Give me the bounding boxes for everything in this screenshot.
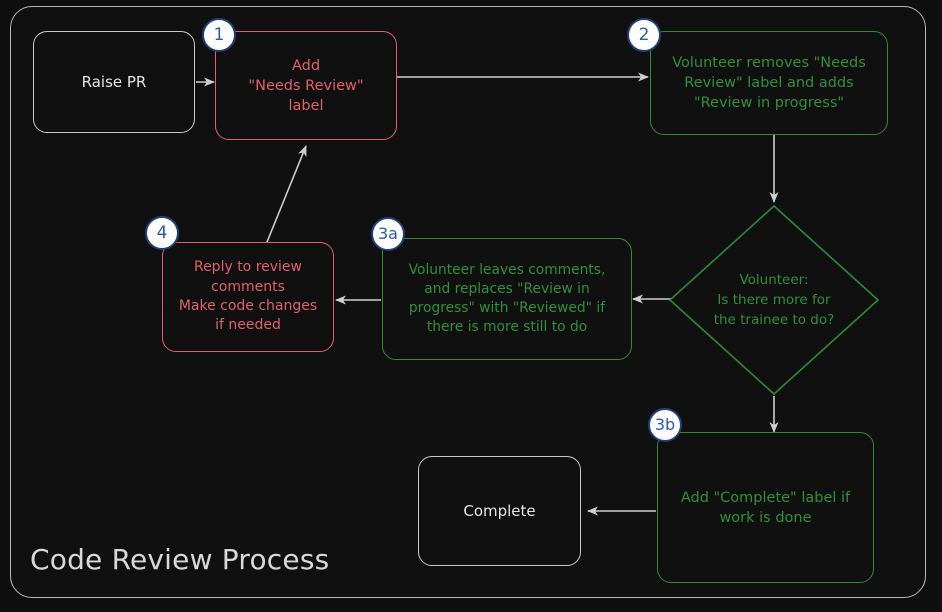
node-complete-label: Complete bbox=[463, 501, 536, 520]
step-badge-3a: 3a bbox=[371, 217, 405, 251]
node-raise-pr[interactable]: Raise PR bbox=[33, 31, 195, 133]
node-raise-pr-label: Raise PR bbox=[81, 72, 147, 91]
node-add-needs-review-label-label: Add "Needs Review" label bbox=[248, 57, 364, 114]
node-add-complete-label[interactable]: Add "Complete" label if work is done bbox=[657, 432, 874, 583]
node-decision-more-work[interactable]: Volunteer: Is there more for the trainee… bbox=[666, 202, 882, 398]
node-volunteer-removes-label[interactable]: Volunteer removes "Needs Review" label a… bbox=[650, 31, 888, 135]
node-volunteer-leaves-comments-label: Volunteer leaves comments, and replaces … bbox=[408, 261, 606, 336]
node-complete[interactable]: Complete bbox=[418, 456, 581, 566]
node-add-needs-review-label[interactable]: Add "Needs Review" label bbox=[215, 31, 397, 140]
node-volunteer-removes-label-label: Volunteer removes "Needs Review" label a… bbox=[672, 55, 866, 111]
step-badge-3b: 3b bbox=[648, 408, 682, 442]
node-add-complete-label-label: Add "Complete" label if work is done bbox=[680, 489, 851, 526]
step-badge-4: 4 bbox=[145, 216, 179, 250]
step-badge-2: 2 bbox=[627, 18, 661, 52]
node-reply-to-review-comments-label: Reply to review comments Make code chang… bbox=[178, 259, 318, 334]
diamond-shape bbox=[669, 205, 879, 395]
step-badge-1: 1 bbox=[202, 18, 236, 52]
diagram-title: Code Review Process bbox=[30, 543, 330, 576]
node-volunteer-leaves-comments[interactable]: Volunteer leaves comments, and replaces … bbox=[382, 238, 632, 360]
node-decision-more-work-label: Volunteer: Is there more for the trainee… bbox=[713, 271, 835, 329]
node-reply-to-review-comments[interactable]: Reply to review comments Make code chang… bbox=[162, 242, 334, 352]
